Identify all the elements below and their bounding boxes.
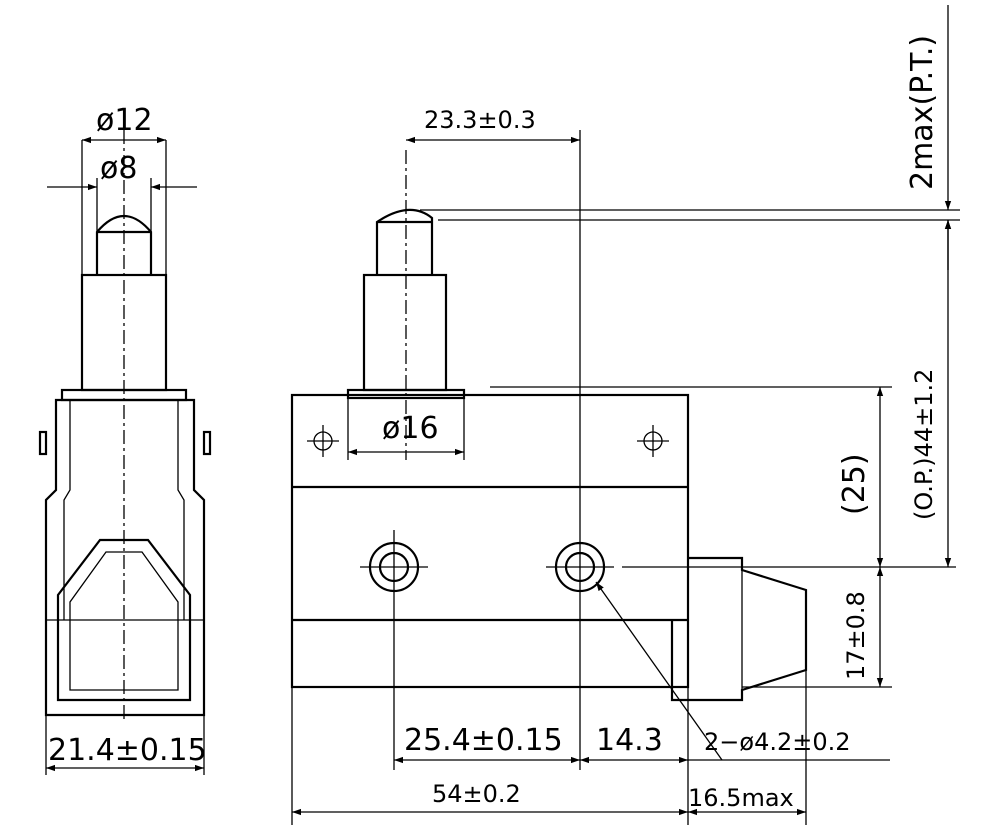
dim-hole-pitch: 25.4±0.15 bbox=[404, 723, 563, 758]
side-view-dimensions: ø12 ø8 21.4±0.15 bbox=[45, 103, 207, 775]
mount-hole-left bbox=[360, 530, 428, 770]
dim-height-17: 17±0.8 bbox=[842, 591, 870, 680]
front-plunger-shaft bbox=[362, 273, 448, 392]
dim-plunger-offset: 23.3±0.3 bbox=[424, 106, 536, 134]
dim-cover-max: 16.5max bbox=[688, 784, 794, 812]
side-view bbox=[38, 130, 212, 720]
dim-side-width: 21.4±0.15 bbox=[48, 733, 207, 768]
upper-hole-left bbox=[307, 425, 339, 457]
dim-plunger-inner-dia: ø8 bbox=[100, 151, 137, 186]
front-terminal-cover bbox=[670, 556, 808, 702]
front-view-dimensions: 23.3±0.3 2max(P.T.) (O.P.)44±1.2 (25) 17… bbox=[291, 5, 960, 825]
dim-operating-position: (O.P.)44±1.2 bbox=[910, 369, 938, 520]
mount-hole-right bbox=[546, 130, 614, 770]
front-plunger-tip bbox=[375, 208, 434, 275]
dim-pretravel: 2max(P.T.) bbox=[905, 35, 940, 190]
dim-mount-holes: 2−ø4.2±0.2 bbox=[704, 728, 851, 756]
front-body bbox=[290, 393, 690, 689]
dim-hole-offset: 14.3 bbox=[596, 723, 663, 758]
side-plunger-tip bbox=[95, 215, 153, 275]
dim-height-25: (25) bbox=[837, 453, 872, 515]
side-lever-frame bbox=[56, 538, 192, 702]
dim-plunger-outer-dia: ø12 bbox=[96, 103, 153, 138]
upper-hole-right bbox=[637, 425, 669, 457]
dim-body-length: 54±0.2 bbox=[432, 780, 521, 808]
dim-boss-dia: ø16 bbox=[382, 411, 439, 446]
front-view bbox=[290, 130, 808, 770]
